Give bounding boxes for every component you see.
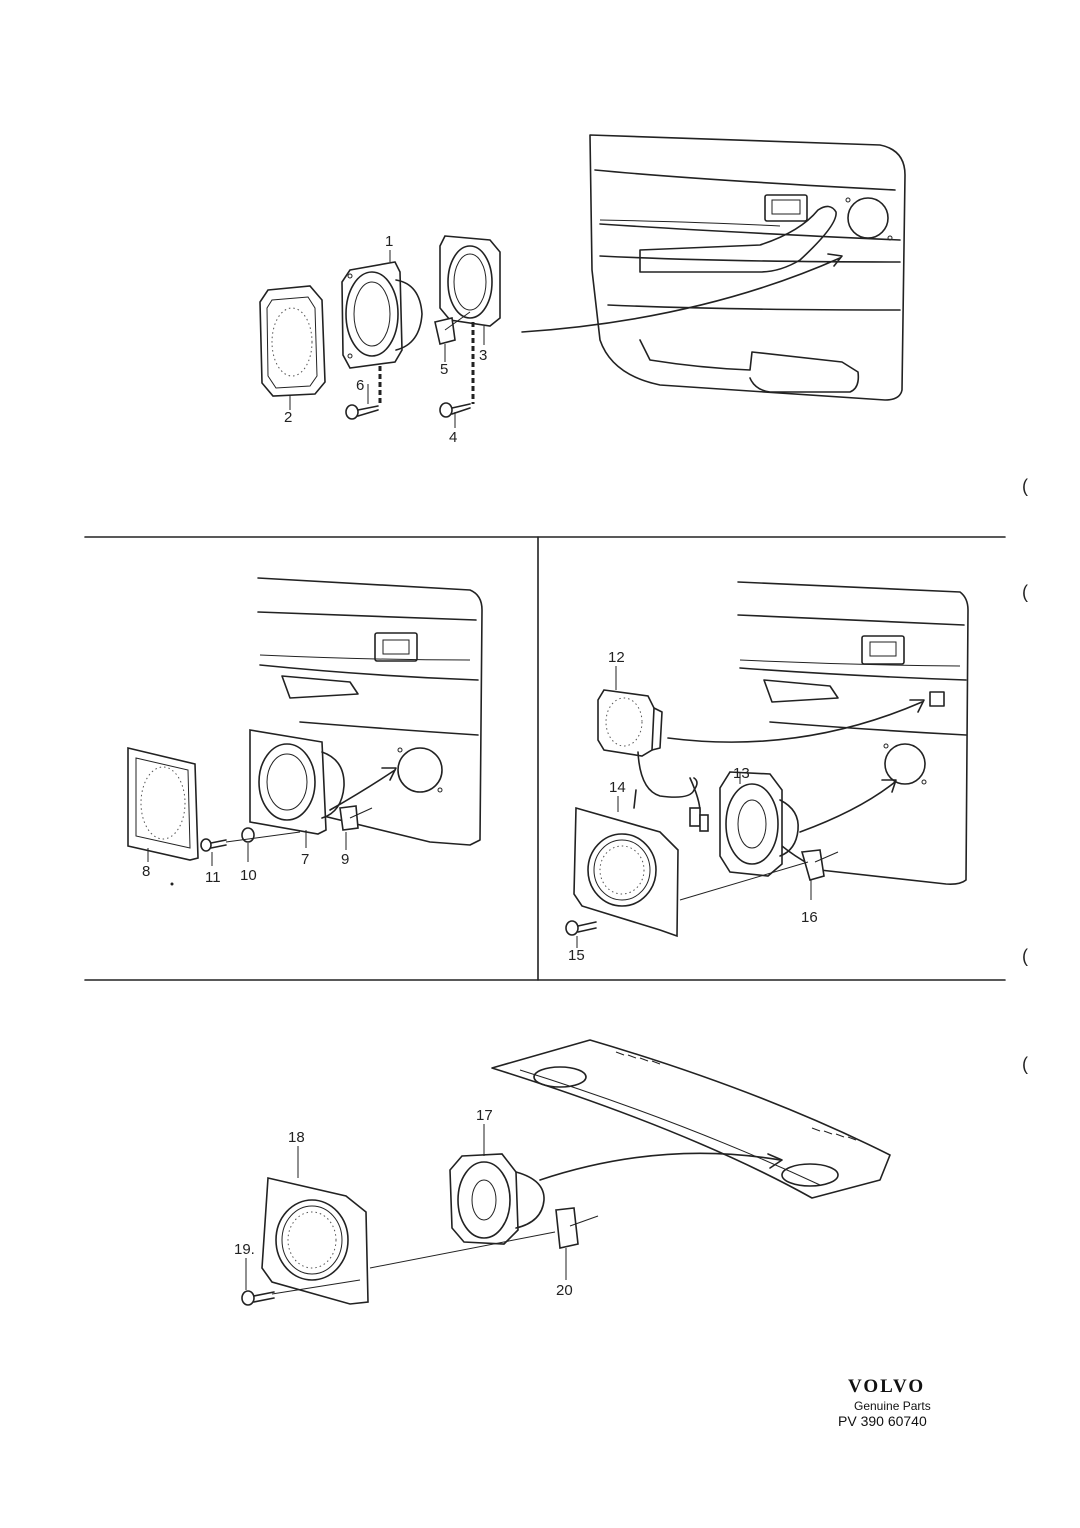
door-panel-front: [589, 134, 906, 401]
section-rear-shelf: [241, 1039, 891, 1306]
callout-6: 6: [356, 377, 364, 394]
speaker: [341, 261, 423, 369]
tweeter: [597, 689, 663, 757]
callout-20: 20: [556, 1282, 573, 1299]
callout-5: 5: [440, 361, 448, 378]
speaker: [449, 1153, 545, 1245]
grille: [259, 285, 326, 397]
callout-14: 14: [609, 779, 626, 796]
clip: [339, 805, 359, 831]
part-number: PV 390 60740: [838, 1413, 927, 1429]
callout-1: 1: [385, 233, 393, 250]
margin-marks: ( ( ( (: [1022, 476, 1028, 1074]
speaker-frame: [439, 235, 501, 327]
callout-10: 10: [240, 867, 257, 884]
callout-13: 13: [733, 765, 750, 782]
callout-2: 2: [284, 409, 292, 426]
branding-subtitle: Genuine Parts: [854, 1399, 931, 1413]
parcel-shelf: [491, 1039, 891, 1199]
section-dividers: [84, 536, 1006, 981]
speaker: [719, 771, 799, 877]
speaker-frame: [261, 1177, 369, 1305]
callout-16: 16: [801, 909, 818, 926]
clip: [555, 1207, 579, 1249]
callout-17: 17: [476, 1107, 493, 1124]
speaker-frame: [573, 806, 679, 938]
margin-mark: (: [1022, 1054, 1028, 1074]
callout-3: 3: [479, 347, 487, 364]
callout-9: 9: [341, 851, 349, 868]
section-door-variant-a: [127, 577, 483, 886]
door-panel-a: [257, 577, 483, 846]
callout-numbers: 1 2 3 4 5 6 7 8 9 10 11 12 13 14 15 16 1…: [142, 233, 818, 1299]
section-front-door: [259, 134, 906, 428]
screw: [345, 404, 379, 420]
grille: [127, 746, 199, 861]
callout-7: 7: [301, 851, 309, 868]
screw: [241, 1290, 275, 1306]
callout-19: 19.: [234, 1241, 255, 1258]
callout-4: 4: [449, 429, 457, 446]
clip: [800, 849, 825, 881]
volvo-logo: VOLVO: [848, 1376, 925, 1397]
mount-arrow: [521, 257, 841, 333]
callout-18: 18: [288, 1129, 305, 1146]
section-door-variant-b: [565, 581, 969, 948]
clip: [434, 317, 456, 345]
branding-block: VOLVO Genuine Parts PV 390 60740: [838, 1376, 931, 1429]
callout-8: 8: [142, 863, 150, 880]
speaker: [249, 729, 345, 835]
margin-mark: (: [1022, 476, 1028, 496]
callout-15: 15: [568, 947, 585, 964]
screw: [200, 838, 227, 852]
callout-12: 12: [608, 649, 625, 666]
margin-mark: (: [1022, 946, 1028, 966]
margin-mark: (: [1022, 582, 1028, 602]
screw: [565, 920, 597, 936]
callout-11: 11: [205, 869, 221, 886]
